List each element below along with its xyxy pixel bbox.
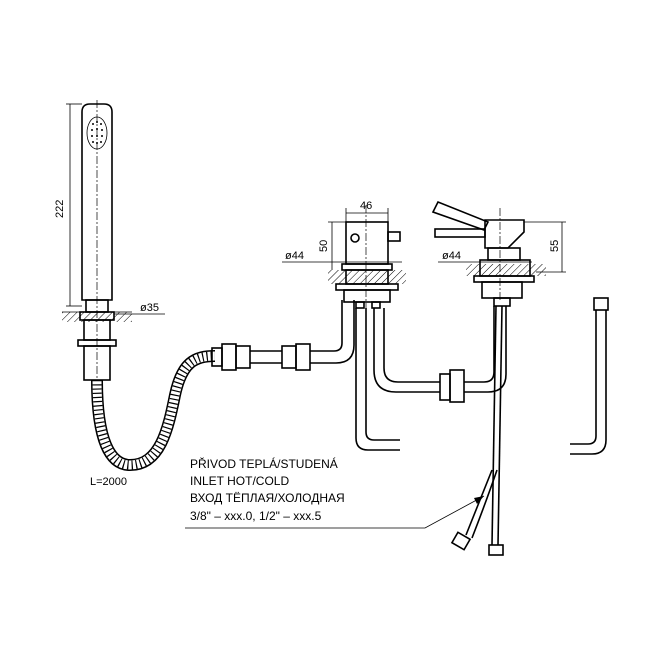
- supply-pipes: [355, 297, 609, 556]
- dimension-55: 55: [524, 221, 566, 273]
- mixer-body: [328, 205, 406, 310]
- leader-arrow-icon: [474, 496, 484, 504]
- dimension-46: 46: [345, 200, 389, 222]
- dim-222-label: 222: [54, 200, 66, 218]
- dimension-d35: ø35: [114, 302, 165, 315]
- hose-length-label: L=2000: [90, 476, 127, 488]
- hand-shower: [62, 100, 132, 381]
- note-line-2: INLET HOT/COLD: [190, 474, 289, 488]
- dim-d35-label: ø35: [140, 302, 159, 314]
- note-line-1: PŘIVOD TEPLÁ/STUDENÁ: [190, 456, 338, 471]
- dimension-d44-mixer: ø44: [282, 250, 402, 263]
- dim-46-label: 46: [360, 200, 372, 212]
- diverter-body: [431, 200, 546, 307]
- dimension-d44-diverter: ø44: [438, 250, 532, 263]
- dimension-222: 222: [54, 103, 82, 307]
- leader-line: [185, 495, 485, 529]
- flexible-hose: L=2000: [90, 300, 355, 488]
- dimension-50: 50: [318, 221, 346, 270]
- dim-50-label: 50: [318, 240, 330, 252]
- dim-55-label: 55: [549, 240, 561, 252]
- dim-d44-mixer-label: ø44: [285, 250, 304, 262]
- note-line-4: 3/8" – xxx.0, 1/2" – xxx.5: [190, 509, 322, 523]
- dim-d44-diverter-label: ø44: [442, 250, 461, 262]
- note-line-3: ВХОД ТЁПЛАЯ/ХОЛОДНАЯ: [190, 491, 345, 505]
- inlet-note: PŘIVOD TEPLÁ/STUDENÁ INLET HOT/COLD ВХОД…: [185, 456, 485, 529]
